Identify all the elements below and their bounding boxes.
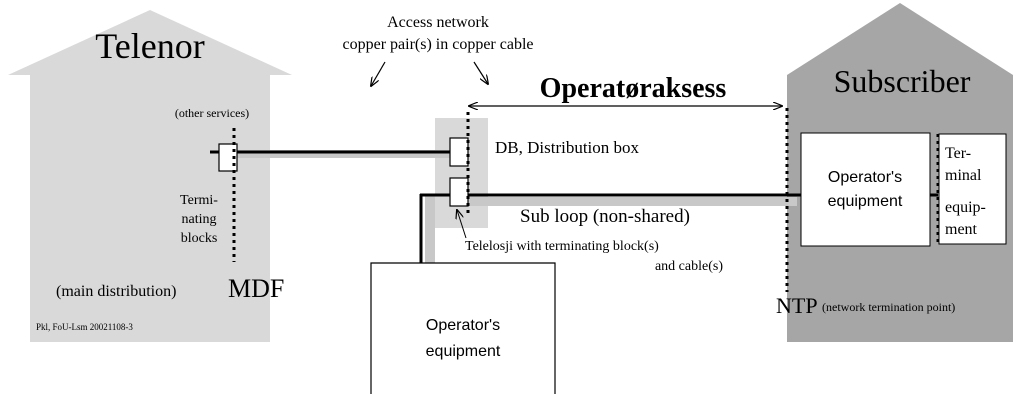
ntp-description: (network termination point) [822,300,955,314]
bottom-operator-equipment-box [370,262,556,394]
subscriber-operator-equipment-line2: equipment [828,193,903,210]
telelosji-arrow [457,210,467,239]
terminating-blocks-line1: Termi- [180,193,218,208]
bottom-operator-equipment-line1: Operator's [426,317,500,334]
subscriber-operator-equipment-box [800,132,931,247]
terminal-equipment-line3: equip- [945,199,986,216]
cable-shadow-upper [236,150,450,158]
subscriber-operator-equipment-line1: Operator's [828,169,902,186]
cable-shadow-vertical [425,196,435,296]
telelosji-line2: and cable(s) [655,259,723,274]
bottom-operator-equipment-line2: equipment [426,343,501,360]
telelosji-line1: Telelosji with terminating block(s) [465,239,659,254]
telenor-building [8,10,292,342]
terminating-blocks-line2: nating [182,212,217,227]
distribution-box-area [435,118,488,228]
access-network-arrow-left [371,61,386,86]
operatoraksess-label: Operatøraksess [540,73,727,104]
access-network-line1: Access network [387,14,489,31]
terminal-equipment-line1: Ter- [945,145,971,162]
mdf-label: MDF [228,274,284,303]
footer-reference: Pkl, FoU-Lsm 20021108-3 [36,322,133,332]
terminal-equipment-line4: ment [945,221,978,238]
access-network-arrow-right [473,61,488,84]
sub-loop-label: Sub loop (non-shared) [520,206,690,227]
db-terminating-block-lower [449,177,469,207]
terminal-equipment-line2: minal [945,167,982,184]
ntp-label: NTP [776,293,818,318]
terminal-equipment-box [938,133,1007,245]
telenor-title: Telenor [95,26,204,66]
other-services-label: (other services) [175,106,249,120]
access-network-line2: copper pair(s) in copper cable [342,36,533,53]
db-terminating-block-upper [449,137,469,167]
mdf-prefix: (main distribution) [56,283,176,300]
db-label: DB, Distribution box [495,138,640,157]
terminating-blocks-line3: blocks [181,231,218,246]
subscriber-title: Subscriber [834,63,971,99]
cable-shadow-subloop [467,197,797,206]
